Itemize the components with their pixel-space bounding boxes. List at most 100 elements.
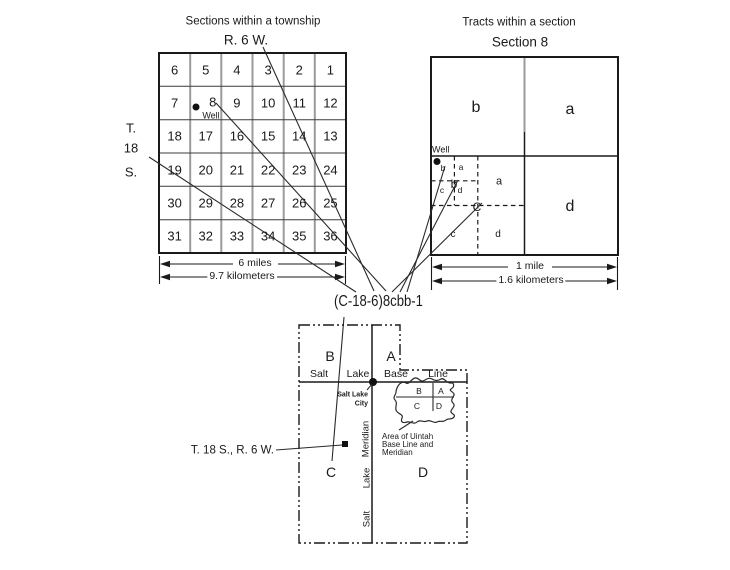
township-section-18: 18: [167, 128, 182, 144]
uinta-label-d: D: [435, 400, 443, 411]
meridian-word-meridian: Meridian: [360, 420, 372, 458]
township-section-21: 21: [229, 162, 245, 178]
leader-tract-b2: [406, 165, 446, 293]
leader-tract-b1: [399, 179, 459, 293]
base-line-word-lake: Lake: [346, 367, 370, 380]
township-label-18: 18: [123, 140, 139, 156]
leader-range-6: [262, 46, 375, 292]
well-location-square: [342, 441, 348, 447]
salt-lake-city-dot: [369, 378, 377, 386]
leader-township-18: [148, 156, 357, 293]
township-section-19: 19: [167, 162, 182, 178]
quarter-d: d: [565, 198, 575, 215]
township-section-36: 36: [323, 228, 338, 244]
township-section-12: 12: [323, 95, 338, 111]
section-well-label: Well: [432, 144, 450, 155]
city-label-line2: City: [354, 400, 368, 408]
well-dot-section: [433, 158, 441, 165]
sw-quarter-c: c: [450, 229, 456, 240]
leader-quadrant-c: [331, 316, 345, 462]
map-quadrant-d: D: [417, 464, 429, 480]
sw-quarter-a: a: [495, 175, 503, 188]
sub-quarter-a: a: [458, 161, 464, 172]
township-section-6: 6: [170, 62, 179, 78]
township-section-25: 25: [323, 195, 338, 211]
township-section-17: 17: [198, 128, 213, 144]
township-section-27: 27: [260, 195, 276, 211]
township-section-13: 13: [323, 128, 338, 144]
township-range-label: T. 18 S., R. 6 W.: [190, 444, 274, 457]
uinta-area-outline: [393, 377, 455, 424]
township-section-29: 29: [198, 195, 213, 211]
township-section-33: 33: [229, 228, 245, 244]
uinta-label-a: A: [438, 385, 444, 396]
sub-quarter-d: d: [457, 184, 463, 195]
township-section-1: 1: [326, 62, 335, 78]
township-section-34: 34: [260, 228, 276, 244]
sw-quarter-b: b: [450, 177, 458, 191]
township-section-24: 24: [323, 162, 338, 178]
range-label: R. 6 W.: [223, 32, 269, 48]
township-section-23: 23: [292, 162, 307, 178]
uinta-label-c: C: [413, 400, 421, 411]
township-section-22: 22: [260, 162, 276, 178]
township-scale: [158, 256, 347, 284]
township-section-15: 15: [260, 128, 276, 144]
township-section-11: 11: [292, 95, 307, 111]
township-well-label: Well: [202, 110, 220, 121]
township-label-s: S.: [124, 164, 138, 180]
base-line-word-salt: Salt: [309, 367, 329, 380]
utah-outline: [298, 324, 468, 544]
uinta-label-b: B: [416, 385, 422, 396]
township-scale-km: 9.7 kilometers: [207, 269, 277, 282]
city-label-line1: Salt Lake: [337, 391, 368, 399]
leader-lines: [148, 46, 483, 462]
base-line-word-line: Line: [428, 367, 448, 380]
section-subtitle: Section 8: [491, 34, 549, 50]
section-title: Tracts within a section: [462, 16, 576, 29]
uinta-caption-line2: Base Line and: [382, 440, 434, 449]
sub-quarter-c: c: [439, 184, 445, 195]
township-section-30: 30: [167, 195, 182, 211]
base-line-word-base: Base: [384, 367, 408, 380]
township-label-t: T.: [125, 120, 137, 136]
township-grid: [158, 52, 347, 254]
township-scale-miles: 6 miles: [236, 256, 274, 269]
township-section-16: 16: [229, 128, 245, 144]
township-section-9: 9: [233, 95, 241, 111]
township-section-4: 4: [233, 62, 241, 78]
township-section-32: 32: [198, 228, 213, 244]
map-quadrant-a: A: [386, 348, 396, 364]
quarter-c: C: [472, 200, 482, 214]
township-section-20: 20: [198, 162, 213, 178]
township-section-31: 31: [167, 228, 182, 244]
township-section-5: 5: [202, 62, 210, 78]
map-quadrant-b: B: [325, 348, 335, 364]
township-section-26: 26: [292, 195, 307, 211]
township-section-3: 3: [264, 62, 272, 78]
sw-quarter-d: d: [495, 229, 501, 240]
township-section-10: 10: [260, 95, 276, 111]
well-number: (C-18-6)8cbb-1: [334, 293, 423, 310]
uinta-caption-line1: Area of Uintah: [382, 432, 434, 441]
section-square: [430, 56, 619, 256]
section-scale-mile: 1 mile: [513, 259, 547, 272]
township-section-28: 28: [229, 195, 245, 211]
section-scale: [430, 257, 619, 290]
sub-quarter-b: b: [440, 162, 446, 173]
map-quadrant-c: C: [325, 464, 337, 480]
utah-map-art: [298, 324, 468, 544]
township-section-2: 2: [295, 62, 303, 78]
quarter-b: b: [471, 99, 481, 116]
township-section-8: 8: [209, 94, 217, 110]
leader-township-location: [275, 444, 343, 451]
township-section-7: 7: [170, 95, 179, 111]
leader-section-8: [215, 102, 387, 292]
leader-tract-c: [391, 202, 483, 293]
quarter-a: a: [565, 101, 575, 118]
meridian-word-lake: Lake: [361, 467, 373, 489]
uinta-caption-line3: Meridian: [382, 448, 413, 457]
township-section-14: 14: [292, 128, 307, 144]
